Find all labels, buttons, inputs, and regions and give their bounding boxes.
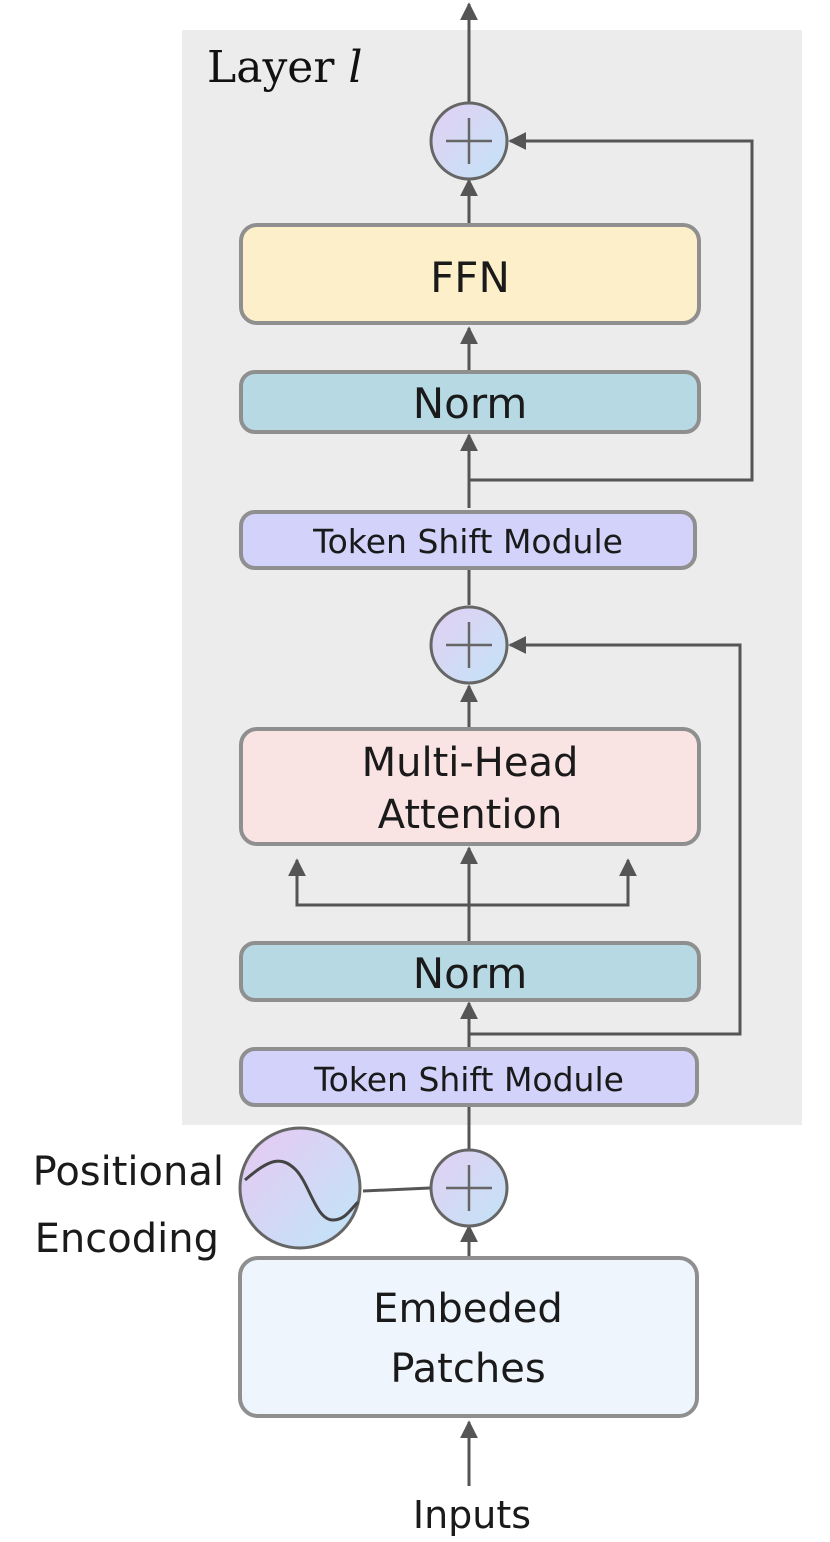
layer-title: Layer l xyxy=(207,42,362,93)
token-shift-box-top: Token Shift Module xyxy=(239,510,697,570)
plus-circle-icon xyxy=(429,1148,509,1228)
positional-encoding-label-line2: Encoding xyxy=(35,1216,219,1262)
token-shift-top-label: Token Shift Module xyxy=(312,522,623,561)
sine-wave-icon xyxy=(238,1126,362,1250)
ffn-label: FFN xyxy=(430,253,510,302)
norm-box-bottom: Norm xyxy=(239,941,701,1002)
qkv-branch-right xyxy=(469,858,637,907)
inputs-label: Inputs xyxy=(413,1493,531,1537)
attention-label-line2: Attention xyxy=(378,792,563,838)
connectors xyxy=(288,2,754,1486)
token-shift-box-bottom: Token Shift Module xyxy=(239,1047,699,1107)
embed-label-line2: Patches xyxy=(390,1346,545,1392)
middle-residual-connection xyxy=(469,636,742,1036)
top-residual-connection xyxy=(469,132,754,482)
positional-encoding-label-line1: Positional xyxy=(33,1149,224,1195)
norm-bottom-label: Norm xyxy=(413,949,528,998)
norm-top-label: Norm xyxy=(413,379,528,428)
attention-box: Multi-Head Attention xyxy=(239,727,701,846)
qkv-branch-left xyxy=(288,858,469,907)
plus-circle-icon xyxy=(429,101,509,181)
token-shift-bottom-label: Token Shift Module xyxy=(313,1060,624,1099)
embed-label-line1: Embeded xyxy=(373,1286,563,1332)
norm-box-top: Norm xyxy=(239,370,701,434)
ffn-box: FFN xyxy=(239,223,701,325)
plus-circle-icon xyxy=(429,605,509,685)
pe-to-adder-line xyxy=(362,1186,431,1193)
attention-label-line1: Multi-Head xyxy=(362,740,579,786)
embedded-patches-box: Embeded Patches xyxy=(238,1256,699,1418)
